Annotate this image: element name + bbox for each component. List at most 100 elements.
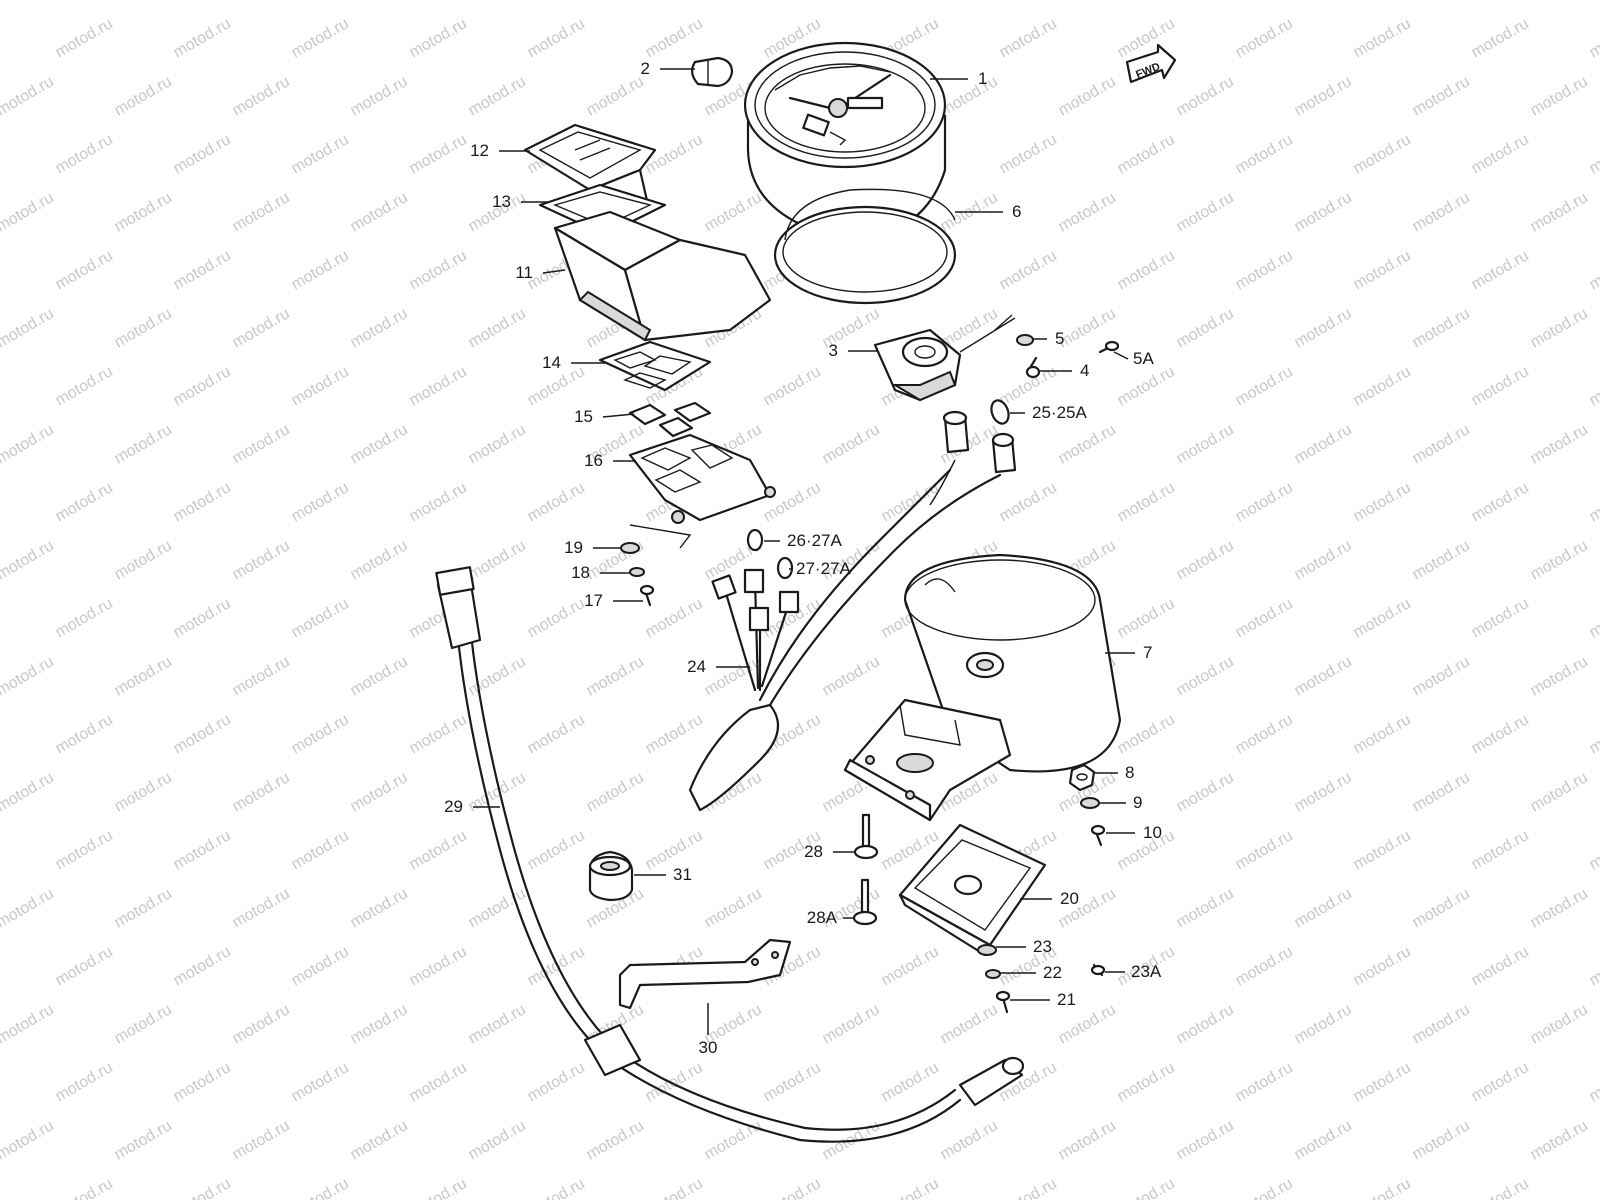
watermark-text: motod.ru: [348, 1001, 411, 1047]
callout-label-p16: 16: [584, 451, 603, 470]
watermark-text: motod.ru: [407, 943, 470, 989]
watermark-text: motod.ru: [1292, 537, 1355, 583]
watermark-text: motod.ru: [1233, 131, 1296, 177]
watermark-text: motod.ru: [289, 15, 352, 61]
cable-bracket: [618, 938, 792, 1010]
watermark-text: motod.ru: [289, 247, 352, 293]
watermark-text: motod.ru: [289, 595, 352, 641]
washer-9: [1080, 797, 1100, 809]
watermark-text: motod.ru: [348, 73, 411, 119]
watermark-text: motod.ru: [1115, 131, 1178, 177]
watermark-text: motod.ru: [1528, 537, 1591, 583]
washer-22: [985, 969, 1001, 979]
screw-4: [1025, 356, 1041, 379]
watermark-text: motod.ru: [171, 363, 234, 409]
callout-layer: 123455A678910111213141516171819202122232…: [444, 59, 1162, 1057]
watermark-text: motod.ru: [1233, 943, 1296, 989]
watermark-text: motod.ru: [702, 653, 765, 699]
callout-label-p10: 10: [1143, 823, 1162, 842]
watermark-text: motod.ru: [112, 73, 175, 119]
callout-label-p27: 27·27A: [796, 559, 851, 578]
watermark-text: motod.ru: [230, 653, 293, 699]
grommet: [588, 850, 634, 902]
watermark-text: motod.ru: [1410, 189, 1473, 235]
watermark-text: motod.ru: [1469, 1059, 1532, 1105]
watermark-text: motod.ru: [1528, 73, 1591, 119]
callout-label-p4: 4: [1080, 361, 1089, 380]
watermark-text: motod.ru: [0, 1001, 57, 1047]
watermark-text: motod.ru: [879, 1175, 942, 1200]
watermark-text: motod.ru: [938, 1117, 1001, 1163]
watermark-text: motod.ru: [466, 0, 529, 3]
watermark-text: motod.ru: [643, 1175, 706, 1200]
watermark-text: motod.ru: [1115, 1059, 1178, 1105]
meter-bracket: [843, 698, 1012, 822]
watermark-text: motod.ru: [0, 885, 57, 931]
watermark-text: motod.ru: [466, 885, 529, 931]
watermark-text: motod.ru: [407, 827, 470, 873]
watermark-text: motod.ru: [1410, 885, 1473, 931]
watermark-text: motod.ru: [1351, 247, 1414, 293]
callout-label-p3: 3: [829, 341, 838, 360]
watermark-text: motod.ru: [643, 595, 706, 641]
watermark-text: motod.ru: [171, 827, 234, 873]
watermark-text: motod.ru: [761, 1059, 824, 1105]
watermark-text: motod.ru: [407, 1059, 470, 1105]
watermark-text: motod.ru: [1174, 0, 1237, 3]
watermark-text: motod.ru: [289, 711, 352, 757]
watermark-text: motod.ru: [1292, 1001, 1355, 1047]
watermark-text: motod.ru: [53, 943, 116, 989]
watermark-text: motod.ru: [1587, 595, 1600, 641]
watermark-text: motod.ru: [761, 1175, 824, 1200]
watermark-text: motod.ru: [820, 0, 883, 3]
screw-17: [639, 584, 655, 607]
callout-label-p29: 29: [444, 797, 463, 816]
bolt-28: [853, 813, 879, 860]
callout-label-p5a: 5A: [1133, 349, 1154, 368]
callout-label-p31: 31: [673, 865, 692, 884]
callout-label-p22: 22: [1043, 963, 1062, 982]
watermark-text: motod.ru: [53, 15, 116, 61]
watermark-text: motod.ru: [525, 711, 588, 757]
watermark-text: motod.ru: [0, 0, 57, 3]
indicator-plate: [598, 340, 712, 392]
watermark-text: motod.ru: [1115, 247, 1178, 293]
watermark-text: motod.ru: [1056, 421, 1119, 467]
watermark-text: motod.ru: [112, 0, 175, 3]
watermark-text: motod.ru: [348, 537, 411, 583]
watermark-text: motod.ru: [1469, 711, 1532, 757]
watermark-text: motod.ru: [1469, 15, 1532, 61]
watermark-text: motod.ru: [1292, 1117, 1355, 1163]
watermark-text: motod.ru: [702, 0, 765, 3]
watermark-text: motod.ru: [53, 363, 116, 409]
callout-label-p23a: 23A: [1131, 962, 1162, 981]
watermark-text: motod.ru: [407, 1175, 470, 1200]
watermark-text: motod.ru: [407, 711, 470, 757]
leader-line-p11: [542, 269, 566, 274]
watermark-text: motod.ru: [289, 827, 352, 873]
watermark-text: motod.ru: [230, 537, 293, 583]
washer-23: [977, 944, 997, 956]
watermark-text: motod.ru: [525, 15, 588, 61]
bulb-27: [776, 556, 794, 580]
watermark-text: motod.ru: [525, 1175, 588, 1200]
watermark-text: motod.ru: [997, 15, 1060, 61]
watermark-text: motod.ru: [1351, 1175, 1414, 1200]
watermark-text: motod.ru: [1115, 595, 1178, 641]
watermark-text: motod.ru: [879, 943, 942, 989]
watermark-text: motod.ru: [1115, 479, 1178, 525]
leader-line-p5a: [1113, 351, 1129, 360]
watermark-text: motod.ru: [1351, 479, 1414, 525]
watermark-text: motod.ru: [1528, 769, 1591, 815]
watermark-text: motod.ru: [1587, 943, 1600, 989]
watermark-text: motod.ru: [525, 827, 588, 873]
watermark-text: motod.ru: [1410, 0, 1473, 3]
watermark-text: motod.ru: [1174, 305, 1237, 351]
watermark-text: motod.ru: [1587, 711, 1600, 757]
callout-label-p28: 28: [804, 842, 823, 861]
watermark-text: motod.ru: [584, 1117, 647, 1163]
watermark-text: motod.ru: [1233, 479, 1296, 525]
watermark-text: motod.ru: [1587, 131, 1600, 177]
watermark-text: motod.ru: [407, 479, 470, 525]
